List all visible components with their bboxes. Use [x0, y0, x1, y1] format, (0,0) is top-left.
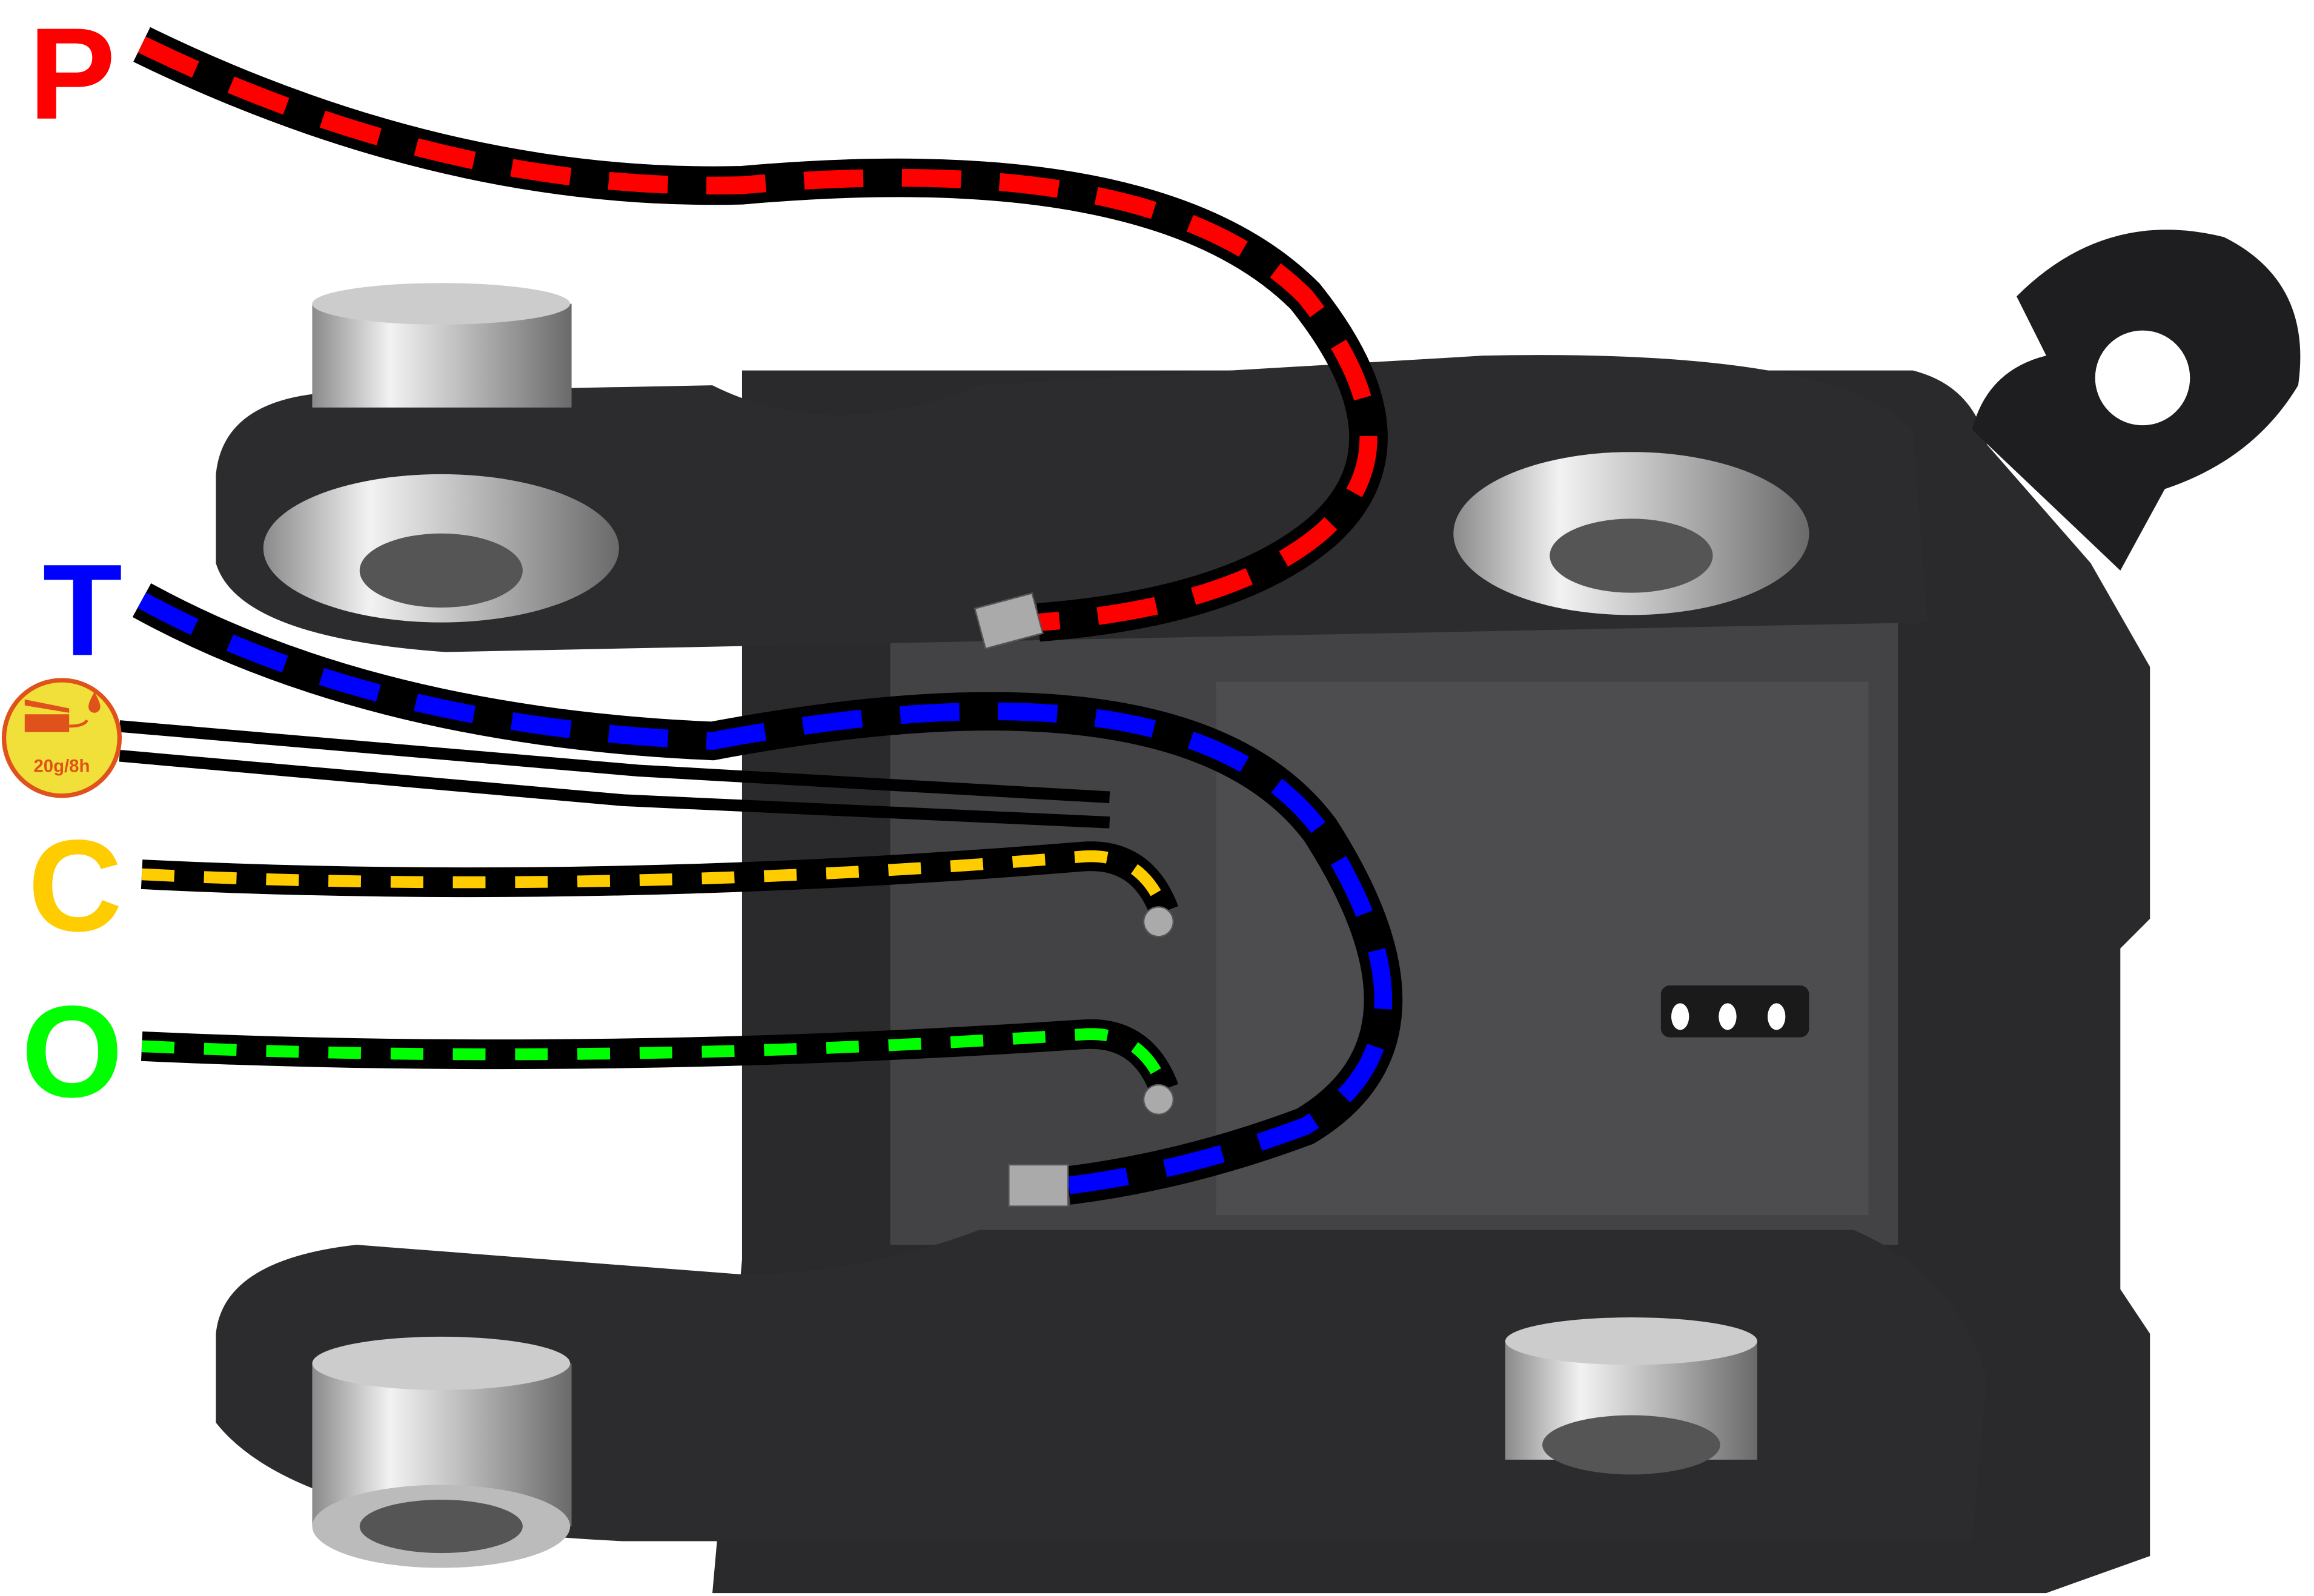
bushing-bottom-right: [1505, 1317, 1757, 1475]
grease-badge: 20g/8h: [1, 678, 122, 798]
lower-link-arm: [216, 1230, 1987, 1541]
hose-fittings: [973, 592, 1175, 1207]
grease-lines: [119, 720, 1110, 829]
grease-interval-text: 20g/8h: [33, 757, 90, 776]
bushing-top-left: [263, 283, 619, 623]
hose-p: [133, 27, 1388, 642]
bushing-top-right: [1453, 452, 1809, 615]
label-c: C: [28, 812, 122, 958]
grease-gun-icon: [24, 692, 101, 732]
coupler-body: [216, 230, 2301, 1594]
bushing-bottom-left: [312, 1336, 572, 1568]
label-p: P: [28, 1, 116, 147]
hose-t: [132, 583, 1403, 1205]
label-o: O: [21, 978, 122, 1124]
hose-o: [141, 1019, 1179, 1095]
label-t: T: [42, 537, 122, 683]
bushings: [263, 283, 1809, 1568]
hose-c: [141, 841, 1179, 917]
